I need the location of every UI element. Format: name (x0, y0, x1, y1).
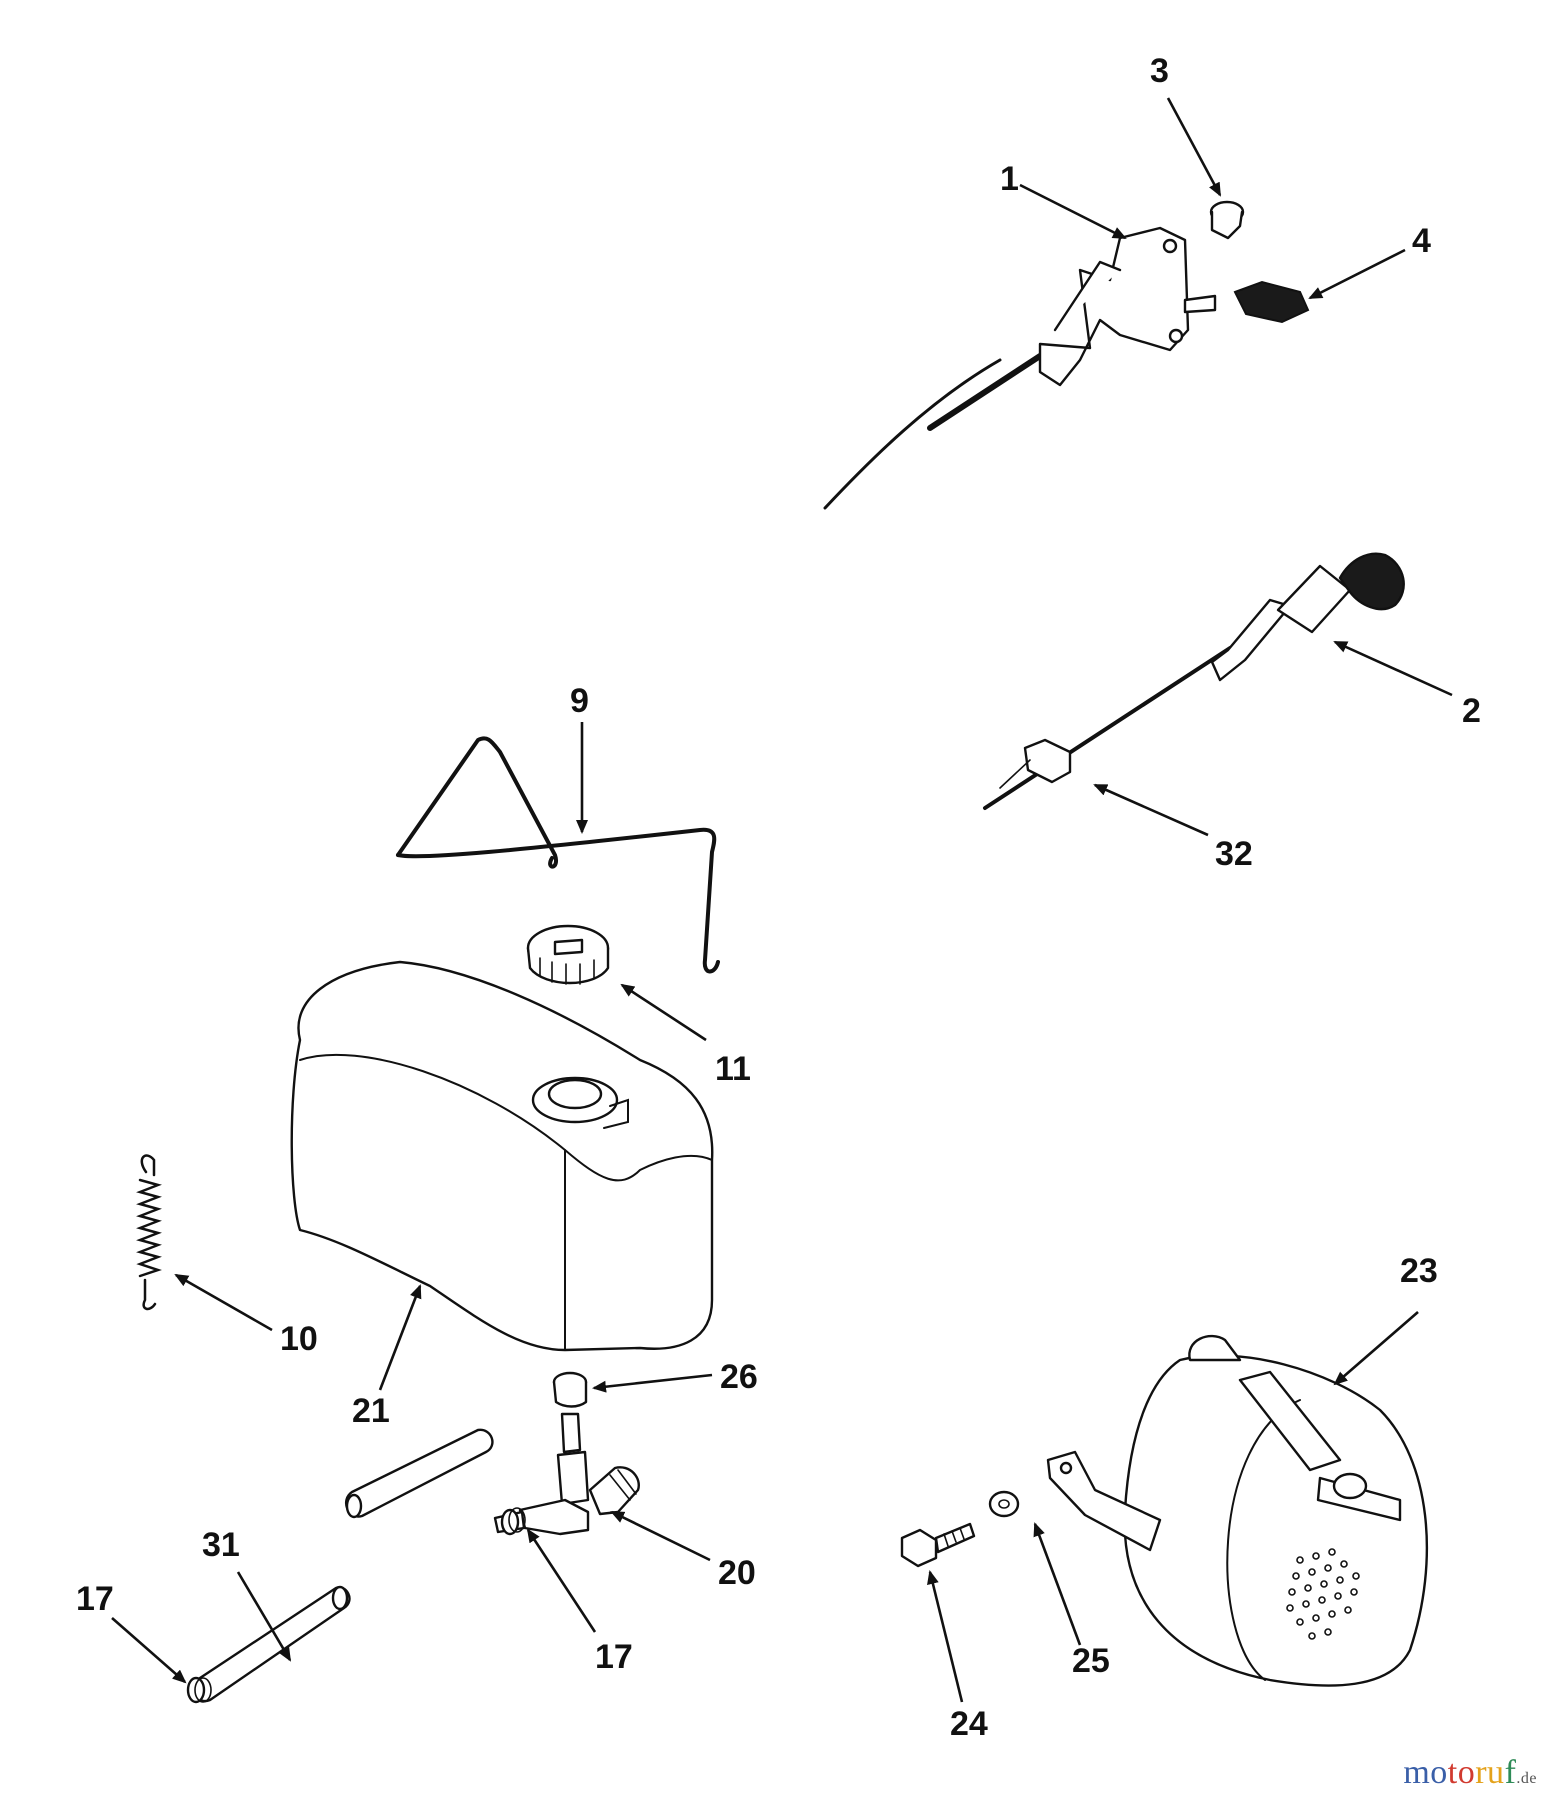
fuel-line-part-31 (193, 1428, 494, 1703)
muffler-holes (1286, 1548, 1360, 1640)
callout-17a: 17 (76, 1580, 114, 1618)
grommet-part-26 (552, 1371, 588, 1408)
callout-2: 2 (1462, 692, 1481, 730)
callout-20: 20 (718, 1554, 756, 1592)
throttle-bracket-part (823, 226, 1217, 510)
washer-part-25 (988, 1490, 1020, 1518)
callout-21: 21 (352, 1392, 390, 1430)
fuel-cap-part-11 (526, 924, 610, 985)
callout-labels: 1 3 4 2 32 9 11 10 21 26 20 17 31 17 23 … (76, 52, 1481, 1743)
friction-pad-part-4 (1233, 280, 1310, 324)
callout-10: 10 (280, 1320, 318, 1358)
watermark-logo: motoruf.de (1403, 1754, 1537, 1791)
muffler-part-23 (1046, 1334, 1429, 1687)
bolt-part-24 (900, 1522, 976, 1568)
fuel-tank-part-21 (290, 960, 714, 1352)
tank-bracket-part-9 (396, 736, 720, 974)
leader-lines (111, 97, 1453, 1703)
callout-26: 26 (720, 1358, 758, 1396)
callout-1: 1 (1000, 160, 1019, 198)
callout-24: 24 (950, 1705, 988, 1743)
shutoff-valve-part-20 (493, 1412, 640, 1536)
hose-clamp-part-17a (186, 1676, 212, 1704)
callout-32: 32 (1215, 835, 1253, 873)
spring-part-10 (136, 1154, 162, 1311)
nut-part-32 (999, 738, 1072, 789)
callout-11: 11 (715, 1050, 751, 1088)
callout-17b: 17 (595, 1638, 633, 1676)
callout-9: 9 (570, 682, 589, 720)
callout-31: 31 (202, 1526, 240, 1564)
choke-cable-part (983, 552, 1405, 810)
hose-clamp-part-17b (500, 1507, 526, 1536)
callout-23: 23 (1400, 1252, 1438, 1290)
bolt-part-3 (1209, 200, 1245, 240)
callout-4: 4 (1412, 222, 1431, 260)
callout-3: 3 (1150, 52, 1169, 90)
callout-25: 25 (1072, 1642, 1110, 1680)
